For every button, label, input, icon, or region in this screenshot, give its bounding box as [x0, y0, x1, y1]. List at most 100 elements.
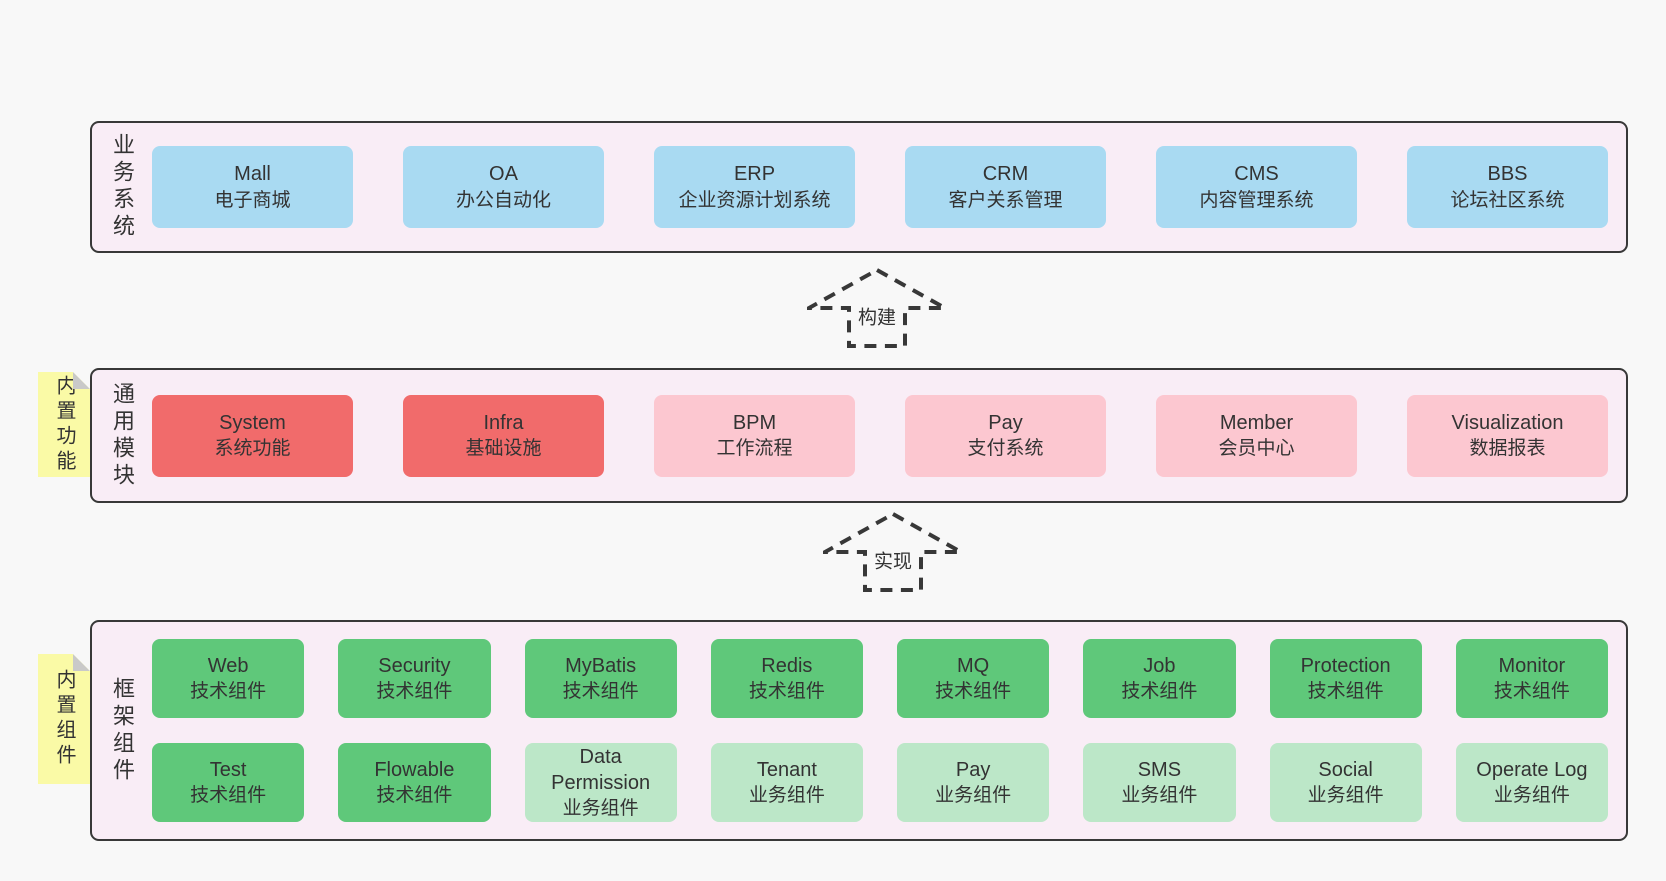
box-bpm: BPM 工作流程: [654, 394, 855, 477]
band-label-framework-components: 框架组件: [110, 676, 135, 785]
box-desc: 技术组件: [935, 681, 1012, 703]
box-desc: 支付系统: [967, 438, 1044, 460]
note-text: 内置功能: [53, 374, 75, 475]
fold-corner-icon: [73, 372, 90, 389]
box-desc: 技术组件: [1307, 681, 1384, 703]
box-desc: 会员中心: [1218, 438, 1295, 460]
box-desc: 内容管理系统: [1199, 189, 1314, 211]
box-desc: 论坛社区系统: [1450, 189, 1565, 211]
box-pay-component: Pay 业务组件: [897, 743, 1050, 822]
box-job: Job 技术组件: [1083, 639, 1236, 718]
arrow-implement-label: 实现: [869, 545, 917, 575]
box-desc: 技术组件: [190, 681, 267, 703]
band-framework-components: 框架组件 Web 技术组件 Security 技术组件 MyBatis 技术组件…: [90, 620, 1628, 841]
box-cms: CMS 内容管理系统: [1156, 146, 1357, 228]
box-name: Social: [1318, 758, 1373, 781]
box-desc: 办公自动化: [455, 189, 551, 211]
arrow-build-label: 构建: [853, 301, 901, 331]
framework-components-grid: Web 技术组件 Security 技术组件 MyBatis 技术组件 Redi…: [152, 639, 1608, 822]
box-desc: 系统功能: [214, 438, 291, 460]
box-name: Member: [1219, 411, 1294, 434]
box-visualization: Visualization 数据报表: [1407, 394, 1608, 477]
box-name: MyBatis: [565, 654, 637, 677]
box-name: Tenant: [756, 758, 817, 781]
note-built-in-components: 内置组件: [38, 654, 90, 784]
up-arrow-icon: [823, 512, 963, 592]
box-social: Social 业务组件: [1269, 743, 1422, 822]
arrow-implement: 实现: [823, 512, 963, 592]
box-name: Data Permission: [551, 745, 651, 794]
box-name: Flowable: [374, 758, 455, 781]
box-pay-module: Pay 支付系统: [905, 394, 1106, 477]
box-desc: 技术组件: [190, 785, 267, 807]
box-desc: 业务组件: [935, 785, 1012, 807]
box-monitor: Monitor 技术组件: [1455, 639, 1608, 718]
box-name: MQ: [957, 654, 990, 677]
box-name: Monitor: [1498, 654, 1566, 677]
box-sms: SMS 业务组件: [1083, 743, 1236, 822]
box-mybatis: MyBatis 技术组件: [524, 639, 677, 718]
box-bbs: BBS 论坛社区系统: [1407, 146, 1608, 228]
box-desc: 电子商城: [214, 189, 291, 211]
box-security: Security 技术组件: [338, 639, 491, 718]
up-arrow-icon: [807, 268, 947, 348]
box-name: Test: [209, 758, 247, 781]
box-tenant: Tenant 业务组件: [710, 743, 863, 822]
box-desc: 企业资源计划系统: [678, 189, 831, 211]
box-name: Pay: [988, 411, 1023, 434]
box-name: System: [219, 411, 286, 434]
fold-corner-icon: [73, 654, 90, 671]
note-built-in-features: 内置功能: [38, 372, 90, 477]
business-systems-grid: Mall 电子商城 OA 办公自动化 ERP 企业资源计划系统 CRM 客户关系…: [152, 146, 1608, 228]
box-member: Member 会员中心: [1156, 394, 1357, 477]
box-name: Pay: [955, 758, 991, 781]
box-protection: Protection 技术组件: [1269, 639, 1422, 718]
box-operate-log: Operate Log 业务组件: [1455, 743, 1608, 822]
box-desc: 工作流程: [716, 438, 793, 460]
box-oa: OA 办公自动化: [403, 146, 604, 228]
box-system: System 系统功能: [152, 394, 353, 477]
arrow-build: 构建: [807, 268, 947, 348]
box-name: BBS: [1487, 163, 1528, 186]
box-name: CMS: [1234, 163, 1279, 186]
box-desc: 业务组件: [562, 798, 639, 820]
box-desc: 技术组件: [376, 785, 453, 807]
box-desc: 技术组件: [748, 681, 825, 703]
box-mall: Mall 电子商城: [152, 146, 353, 228]
box-name: Web: [207, 654, 249, 677]
band-label-business-systems: 业务系统: [110, 133, 135, 241]
box-desc: 基础设施: [465, 438, 542, 460]
box-redis: Redis 技术组件: [710, 639, 863, 718]
box-name: Protection: [1300, 654, 1391, 677]
box-desc: 技术组件: [1121, 681, 1198, 703]
box-name: Infra: [483, 411, 524, 434]
box-desc: 数据报表: [1469, 438, 1546, 460]
band-common-modules: 通用模块 System 系统功能 Infra 基础设施 BPM 工作流程 Pay…: [90, 368, 1628, 503]
box-name: OA: [489, 163, 518, 186]
box-infra: Infra 基础设施: [403, 394, 604, 477]
note-text: 内置组件: [53, 669, 75, 769]
band-label-common-modules: 通用模块: [110, 381, 135, 490]
box-erp: ERP 企业资源计划系统: [654, 146, 855, 228]
box-name: Mall: [234, 163, 271, 186]
box-crm: CRM 客户关系管理: [905, 146, 1106, 228]
box-name: ERP: [733, 163, 776, 186]
box-desc: 技术组件: [376, 681, 453, 703]
box-web: Web 技术组件: [152, 639, 305, 718]
box-desc: 业务组件: [1493, 785, 1570, 807]
box-desc: 业务组件: [748, 785, 825, 807]
box-desc: 技术组件: [1493, 681, 1570, 703]
box-name: Job: [1143, 654, 1176, 677]
box-name: Operate Log: [1476, 758, 1588, 781]
box-name: BPM: [732, 411, 777, 434]
box-name: Redis: [761, 654, 813, 677]
box-name: CRM: [982, 163, 1029, 186]
box-desc: 业务组件: [1307, 785, 1384, 807]
box-name: SMS: [1137, 758, 1182, 781]
box-desc: 技术组件: [562, 681, 639, 703]
box-name: Security: [378, 654, 451, 677]
box-flowable: Flowable 技术组件: [338, 743, 491, 822]
box-data-permission: Data Permission 业务组件: [524, 743, 677, 822]
box-desc: 业务组件: [1121, 785, 1198, 807]
